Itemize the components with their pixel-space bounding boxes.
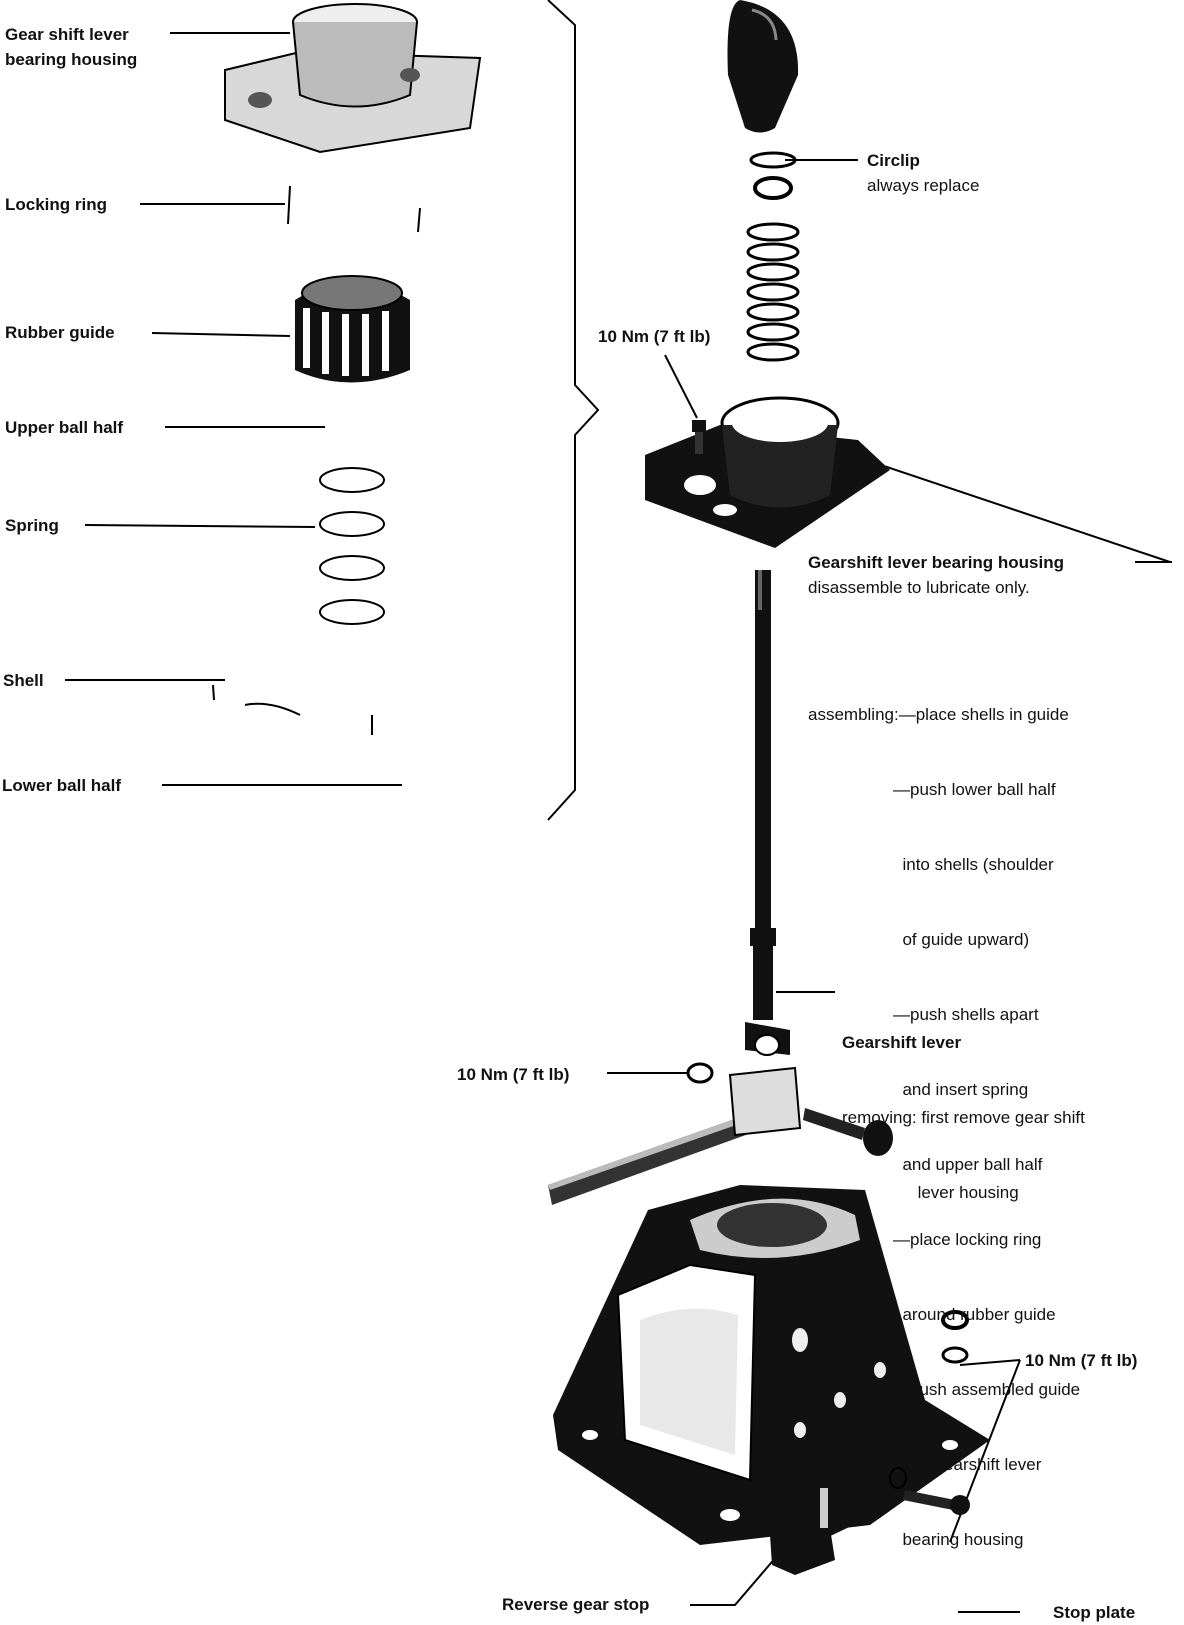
spring-part <box>319 467 385 625</box>
label-gearshift-lever-title: Gearshift lever <box>842 1033 962 1052</box>
leader-torque-right-b <box>959 1359 1021 1366</box>
label-reverse-gear-stop: Reverse gear stop <box>502 1595 650 1614</box>
assembling-line: —push assembled guide <box>808 1380 1081 1399</box>
leader-torque-top <box>664 354 698 419</box>
assembling-line: and upper ball half <box>808 1155 1043 1174</box>
lever-spring-part <box>746 222 800 362</box>
lever-pin-part <box>803 1108 893 1156</box>
label-circlip: Circlip always replace <box>867 148 979 198</box>
bolt-bottom-part <box>889 1467 970 1515</box>
assembling-instructions: assembling:—place shells in guide —push … <box>808 652 1080 1577</box>
reverse-gear-stop-part <box>770 1528 835 1575</box>
label-gearshift-lever-note: lever housing <box>842 1183 1019 1202</box>
assembling-line: and insert spring <box>808 1080 1029 1099</box>
label-rubber-guide: Rubber guide <box>5 323 115 342</box>
assembling-line: of guide upward) <box>808 930 1030 949</box>
label-line: bearing housing <box>5 50 138 69</box>
shell-part <box>212 684 373 735</box>
label-bearing-housing-title: Gearshift lever bearing housing <box>808 553 1065 572</box>
label-torque-top: 10 Nm (7 ft lb) <box>598 327 711 346</box>
bearing-housing-part <box>645 396 890 548</box>
shift-knob-part <box>727 0 799 133</box>
stop-plate-part <box>815 1450 885 1540</box>
label-circlip-title: Circlip <box>867 151 920 170</box>
circlip-part <box>749 151 797 169</box>
linkage-rod-part <box>548 1062 802 1205</box>
assembling-line: around rubber guide <box>808 1305 1056 1324</box>
label-shell: Shell <box>3 671 44 690</box>
grouping-brace <box>547 0 600 821</box>
rubber-guide-part <box>295 275 410 383</box>
assembling-line: —push shells apart <box>808 1005 1039 1024</box>
label-gearshift-lever-bearing-housing: Gearshift lever bearing housing disassem… <box>808 550 1064 600</box>
assembling-line: —push lower ball half <box>808 780 1056 799</box>
gear-shift-lever-housing-part <box>553 1185 990 1545</box>
assembling-line: —place locking ring <box>808 1230 1042 1249</box>
label-line: Gear shift lever <box>5 25 129 44</box>
label-torque-mid: 10 Nm (7 ft lb) <box>457 1065 570 1084</box>
bolt-top-part <box>692 420 706 454</box>
assembling-line: bearing housing <box>808 1530 1024 1549</box>
label-gearshift-lever: Gearshift lever removing: first remove g… <box>842 980 1085 1230</box>
label-torque-right: 10 Nm (7 ft lb) <box>1025 1351 1138 1370</box>
label-gear-shift-lever-bearing-housing: Gear shift lever bearing housing <box>5 22 137 72</box>
leader-bearing-housing-a <box>871 461 1171 563</box>
gearshift-lever-rod-part <box>745 570 790 1056</box>
label-stop-plate: Stop plate <box>1053 1603 1136 1622</box>
label-spring: Spring <box>5 516 59 535</box>
label-bearing-housing-note: disassemble to lubricate only. <box>808 578 1030 597</box>
label-lower-ball-half: Lower ball half <box>2 776 122 795</box>
assembling-line: into shells (shoulder <box>808 855 1054 874</box>
label-circlip-note: always replace <box>867 176 980 195</box>
nuts-right-part <box>941 1310 969 1364</box>
label-gearshift-lever-note: removing: first remove gear shift <box>842 1108 1085 1127</box>
label-locking-ring: Locking ring <box>5 195 107 214</box>
locking-ring-part <box>287 185 421 233</box>
assembling-line: into gearshift lever <box>808 1455 1042 1474</box>
assembling-line: assembling:—place shells in guide <box>808 705 1069 724</box>
leader-spring <box>84 524 316 528</box>
washer-part <box>753 176 793 200</box>
gear-shift-lever-bearing-housing-part <box>224 3 482 154</box>
leader-lines <box>65 32 1172 1613</box>
leader-rubber-guide <box>151 332 291 337</box>
label-upper-ball-half: Upper ball half <box>5 418 124 437</box>
